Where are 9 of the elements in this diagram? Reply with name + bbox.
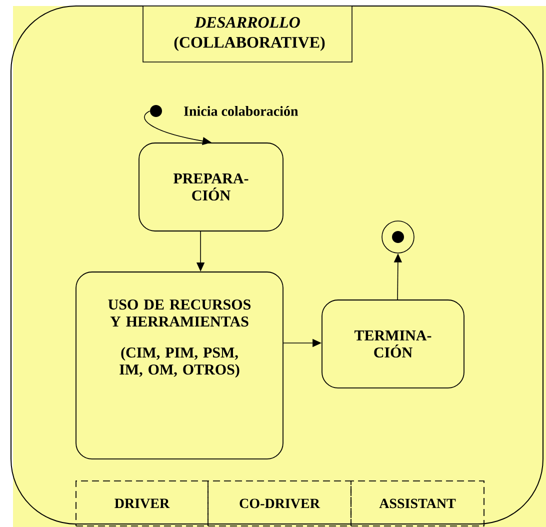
start-dot — [150, 105, 162, 117]
state-box: USO DE RECURSOS Y HERRAMIENTAS (CIM, PIM, PSM, IM, OM, OTROS) — [76, 272, 284, 460]
node-caption: Inicia colaboración — [184, 106, 298, 116]
role-box: CO-DRIVER — [208, 480, 352, 526]
state-box: TERMINA- CIÓN — [322, 300, 464, 388]
state-box: PREPARA- CIÓN — [138, 142, 284, 232]
role-box: ASSISTANT — [350, 480, 484, 526]
end-bullseye — [382, 220, 414, 254]
role-box: DRIVER — [76, 480, 208, 526]
